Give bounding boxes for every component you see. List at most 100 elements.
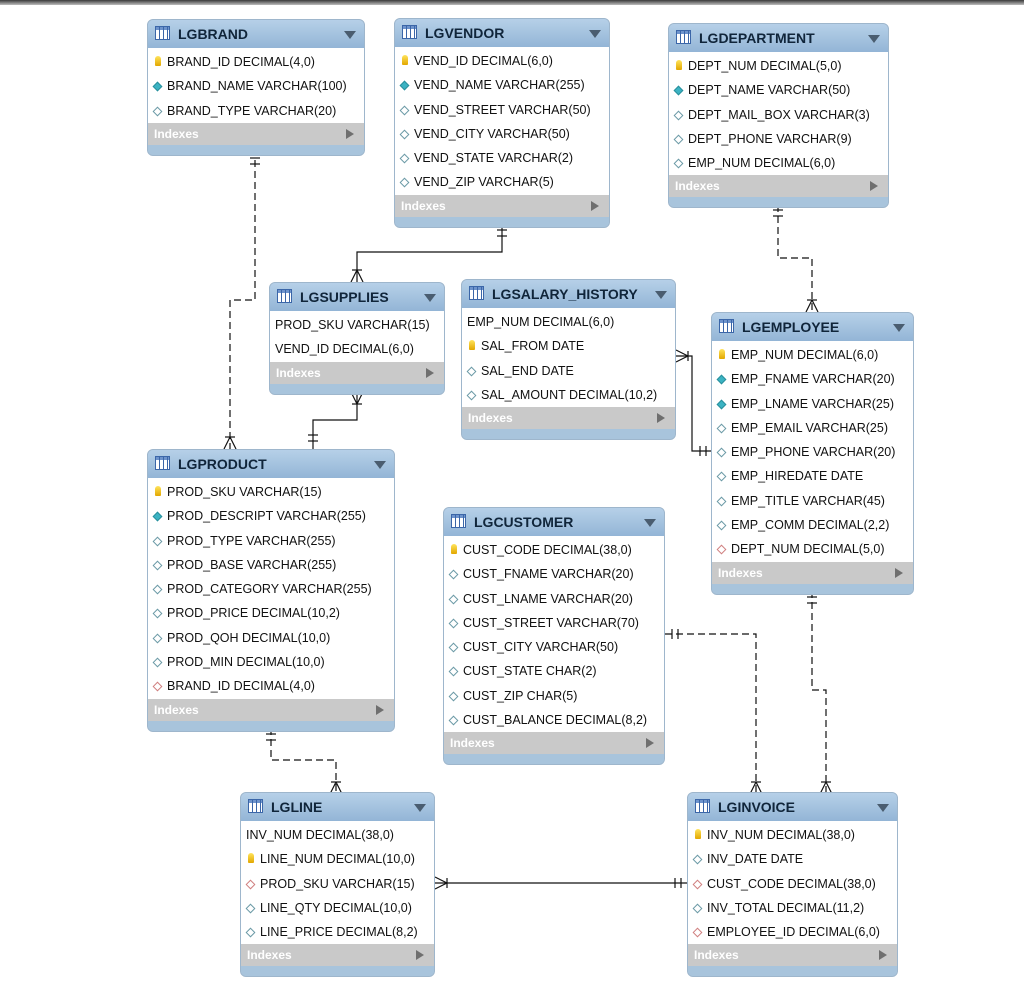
table-header[interactable]: LGCUSTOMER (444, 508, 664, 536)
expand-arrow-icon[interactable] (895, 567, 903, 578)
expand-arrow-icon[interactable] (646, 738, 654, 749)
expand-arrow-icon[interactable] (416, 950, 424, 961)
column-row[interactable]: PROD_PRICE DECIMAL(10,2) (148, 601, 394, 625)
collapse-arrow-icon[interactable] (644, 519, 656, 527)
indexes-section[interactable]: Indexes (241, 944, 434, 967)
indexes-section[interactable]: Indexes (462, 407, 675, 430)
column-row[interactable]: EMP_NUM DECIMAL(6,0) (712, 343, 913, 367)
column-row[interactable]: INV_NUM DECIMAL(38,0) (688, 823, 897, 847)
column-row[interactable]: EMP_HIREDATE DATE (712, 464, 913, 488)
column-row[interactable]: CUST_ZIP CHAR(5) (444, 684, 664, 708)
column-row[interactable]: PROD_QOH DECIMAL(10,0) (148, 626, 394, 650)
column-row[interactable]: VEND_NAME VARCHAR(255) (395, 73, 609, 97)
column-row[interactable]: INV_TOTAL DECIMAL(11,2) (688, 896, 897, 920)
column-row[interactable]: DEPT_PHONE VARCHAR(9) (669, 127, 888, 151)
collapse-arrow-icon[interactable] (589, 30, 601, 38)
collapse-arrow-icon[interactable] (893, 324, 905, 332)
column-row[interactable]: BRAND_NAME VARCHAR(100) (148, 74, 364, 98)
indexes-section[interactable]: Indexes (395, 194, 609, 217)
collapse-arrow-icon[interactable] (868, 35, 880, 43)
column-row[interactable]: PROD_BASE VARCHAR(255) (148, 553, 394, 577)
collapse-arrow-icon[interactable] (424, 294, 436, 302)
table-header[interactable]: LGEMPLOYEE (712, 313, 913, 341)
column-row[interactable]: VEND_STATE VARCHAR(2) (395, 146, 609, 170)
column-row[interactable]: CUST_STATE CHAR(2) (444, 659, 664, 683)
collapse-arrow-icon[interactable] (344, 31, 356, 39)
column-row[interactable]: PROD_CATEGORY VARCHAR(255) (148, 577, 394, 601)
collapse-arrow-icon[interactable] (877, 804, 889, 812)
column-row[interactable]: EMP_COMM DECIMAL(2,2) (712, 513, 913, 537)
table-header[interactable]: LGLINE (241, 793, 434, 821)
column-row[interactable]: CUST_CITY VARCHAR(50) (444, 635, 664, 659)
indexes-section[interactable]: Indexes (148, 122, 364, 145)
column-row[interactable]: SAL_AMOUNT DECIMAL(10,2) (462, 383, 675, 407)
table-header[interactable]: LGPRODUCT (148, 450, 394, 478)
column-row[interactable]: VEND_ZIP VARCHAR(5) (395, 170, 609, 194)
column-row[interactable]: VEND_STREET VARCHAR(50) (395, 98, 609, 122)
column-row[interactable]: VEND_CITY VARCHAR(50) (395, 122, 609, 146)
column-row[interactable]: SAL_FROM DATE (462, 334, 675, 358)
expand-arrow-icon[interactable] (376, 704, 384, 715)
indexes-section[interactable]: Indexes (270, 361, 444, 384)
collapse-arrow-icon[interactable] (374, 461, 386, 469)
table-header[interactable]: LGDEPARTMENT (669, 24, 888, 52)
column-row[interactable]: CUST_CODE DECIMAL(38,0) (444, 538, 664, 562)
column-row[interactable]: PROD_MIN DECIMAL(10,0) (148, 650, 394, 674)
column-row[interactable]: CUST_CODE DECIMAL(38,0) (688, 872, 897, 896)
column-row[interactable]: EMP_FNAME VARCHAR(20) (712, 367, 913, 391)
column-row[interactable]: DEPT_NAME VARCHAR(50) (669, 78, 888, 102)
column-row[interactable]: PROD_DESCRIPT VARCHAR(255) (148, 504, 394, 528)
expand-arrow-icon[interactable] (657, 413, 665, 424)
column-row[interactable]: BRAND_ID DECIMAL(4,0) (148, 50, 364, 74)
column-row[interactable]: DEPT_NUM DECIMAL(5,0) (712, 537, 913, 561)
column-row[interactable]: CUST_STREET VARCHAR(70) (444, 611, 664, 635)
expand-arrow-icon[interactable] (591, 200, 599, 211)
column-row[interactable]: PROD_SKU VARCHAR(15) (270, 313, 444, 337)
column-row[interactable]: DEPT_MAIL_BOX VARCHAR(3) (669, 103, 888, 127)
column-row[interactable]: EMP_PHONE VARCHAR(20) (712, 440, 913, 464)
column-row[interactable]: PROD_SKU VARCHAR(15) (148, 480, 394, 504)
indexes-section[interactable]: Indexes (712, 561, 913, 584)
column-row[interactable]: CUST_BALANCE DECIMAL(8,2) (444, 708, 664, 732)
table-header[interactable]: LGSALARY_HISTORY (462, 280, 675, 308)
column-row[interactable]: VEND_ID DECIMAL(6,0) (395, 49, 609, 73)
column-row[interactable]: INV_NUM DECIMAL(38,0) (241, 823, 434, 847)
column-row[interactable]: LINE_QTY DECIMAL(10,0) (241, 896, 434, 920)
column-row[interactable]: EMP_NUM DECIMAL(6,0) (669, 151, 888, 175)
column-row[interactable]: DEPT_NUM DECIMAL(5,0) (669, 54, 888, 78)
column-row[interactable]: LINE_PRICE DECIMAL(8,2) (241, 920, 434, 944)
column-row[interactable]: BRAND_TYPE VARCHAR(20) (148, 99, 364, 123)
indexes-section[interactable]: Indexes (444, 732, 664, 755)
column-row[interactable]: VEND_ID DECIMAL(6,0) (270, 337, 444, 361)
table-header[interactable]: LGSUPPLIES (270, 283, 444, 311)
column-row[interactable]: EMP_EMAIL VARCHAR(25) (712, 416, 913, 440)
indexes-section[interactable]: Indexes (688, 944, 897, 967)
column-row[interactable]: PROD_TYPE VARCHAR(255) (148, 529, 394, 553)
column-row[interactable]: CUST_LNAME VARCHAR(20) (444, 587, 664, 611)
table-header[interactable]: LGVENDOR (395, 19, 609, 47)
expand-arrow-icon[interactable] (346, 128, 354, 139)
indexes-section[interactable]: Indexes (669, 175, 888, 198)
column-row[interactable]: EMP_TITLE VARCHAR(45) (712, 489, 913, 513)
column-row[interactable]: LINE_NUM DECIMAL(10,0) (241, 847, 434, 871)
column-row[interactable]: SAL_END DATE (462, 359, 675, 383)
column-row[interactable]: PROD_SKU VARCHAR(15) (241, 872, 434, 896)
collapse-arrow-icon[interactable] (655, 291, 667, 299)
column-row[interactable]: CUST_FNAME VARCHAR(20) (444, 562, 664, 586)
column-row[interactable]: EMP_NUM DECIMAL(6,0) (462, 310, 675, 334)
expand-arrow-icon[interactable] (879, 950, 887, 961)
expand-arrow-icon[interactable] (426, 367, 434, 378)
expand-arrow-icon[interactable] (870, 181, 878, 192)
indexes-section[interactable]: Indexes (148, 698, 394, 721)
table-header[interactable]: LGBRAND (148, 20, 364, 48)
